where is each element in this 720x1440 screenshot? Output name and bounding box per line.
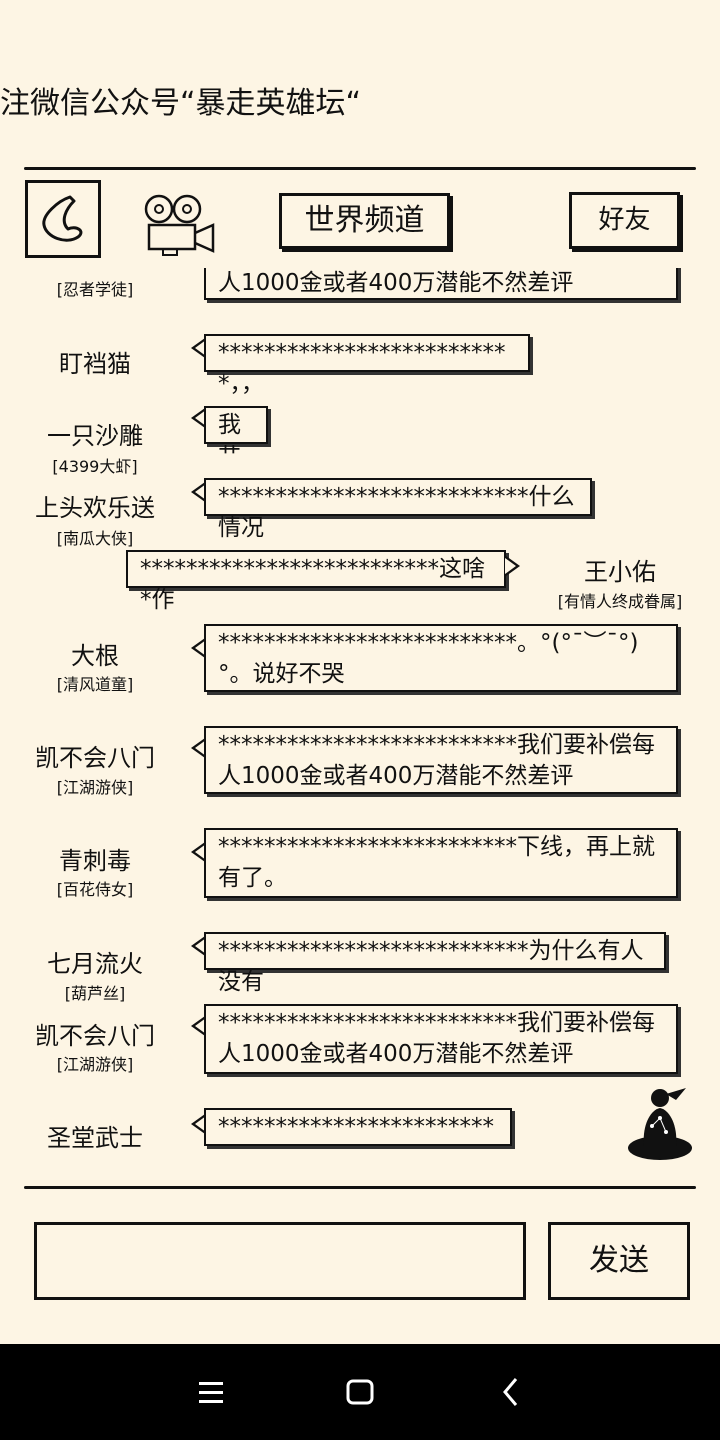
user-title: [4399大虾]	[52, 457, 138, 476]
friends-tab[interactable]: 好友	[569, 192, 680, 249]
message-bubble: ****************************	[204, 1108, 512, 1146]
world-channel-tab[interactable]: 世界频道	[279, 193, 450, 249]
user-name[interactable]: 盯裆猫	[59, 350, 131, 378]
back-nav-icon[interactable]	[500, 1374, 522, 1410]
user-name[interactable]: 上头欢乐送	[35, 494, 155, 522]
message-bubble: 我艹	[204, 406, 268, 469]
user-title: [南瓜大侠]	[56, 529, 134, 548]
home-icon[interactable]	[346, 1374, 374, 1410]
system-nav-bar	[0, 1344, 720, 1440]
user-name[interactable]: 七月流火	[47, 950, 143, 978]
back-icon	[42, 195, 83, 242]
top-divider	[24, 167, 696, 170]
message-bubble: **************************。°(°ˉ︶ˉ°)°。说好不…	[204, 624, 678, 692]
camera-icon[interactable]	[143, 193, 219, 257]
message-bubble: **************************，，	[204, 334, 530, 397]
chat-list[interactable]: [忍者学徒] 人1000金或者400万潜能不然差评 盯裆猫 **********…	[0, 268, 720, 1178]
user-name[interactable]: 一只沙雕	[47, 422, 143, 450]
user-name[interactable]: 凯不会八门	[35, 744, 155, 772]
user-name[interactable]: 王小佑	[584, 558, 656, 586]
user-name[interactable]: 青刺毒	[59, 847, 131, 875]
back-button[interactable]	[25, 180, 101, 258]
message-bubble: **************************我们要补偿每人1000金或者…	[204, 726, 678, 794]
message-bubble: ***************************什么情况	[204, 478, 592, 541]
user-name[interactable]: 圣堂武士	[47, 1124, 143, 1152]
user-title: [葫芦丝]	[64, 984, 126, 1003]
user-title: [忍者学徒]	[56, 280, 134, 299]
message-bubble: **************************下线，再上就有了。	[204, 828, 678, 898]
user-title: [百花侍女]	[56, 880, 134, 899]
message-bubble: ***************************为什么有人没有	[204, 932, 666, 995]
send-button[interactable]: 发送	[548, 1222, 690, 1300]
message-bubble: 人1000金或者400万潜能不然差评	[204, 268, 678, 300]
user-name[interactable]: 凯不会八门	[35, 1022, 155, 1050]
user-title: [江湖游侠]	[56, 778, 134, 797]
user-title: [有情人终成眷属]	[557, 592, 683, 611]
bottom-divider	[24, 1186, 696, 1189]
message-bubble: **************************这啥*作	[126, 550, 506, 613]
marquee-notice: 注微信公众号“暴走英雄坛“	[0, 86, 362, 121]
user-name[interactable]: 大根	[71, 642, 119, 670]
meditating-figure-icon[interactable]	[626, 1086, 694, 1162]
user-title: [江湖游侠]	[56, 1055, 134, 1074]
chat-input[interactable]	[34, 1222, 526, 1300]
message-bubble: **************************我们要补偿每人1000金或者…	[204, 1004, 678, 1074]
user-title: [清风道童]	[56, 675, 134, 694]
recent-apps-icon[interactable]	[198, 1374, 224, 1410]
